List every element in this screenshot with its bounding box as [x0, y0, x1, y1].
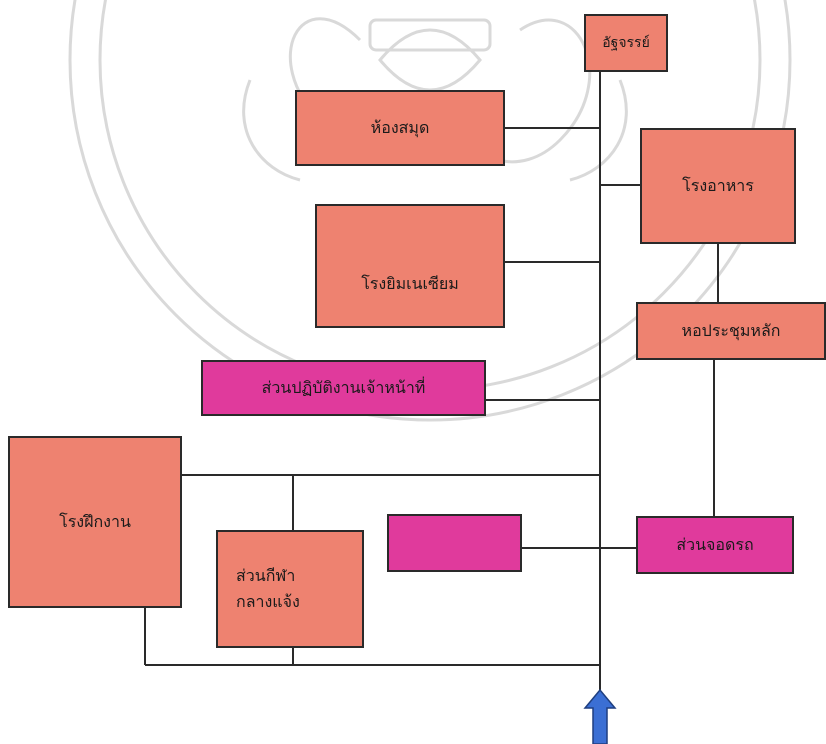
- node-outdoor-sports: ส่วนกีฬา กลางแจ้ง: [216, 530, 364, 648]
- node-gym-label: โรงยิมเนเซียม: [361, 274, 459, 294]
- node-canteen: โรงอาหาร: [640, 128, 796, 244]
- node-hall: หอประชุมหลัก: [636, 302, 826, 360]
- node-library: ห้องสมุด: [295, 90, 505, 166]
- node-staff-area-label: ส่วนปฏิบัติงานเจ้าหน้าที่: [261, 378, 426, 398]
- node-office-label: อัฐจรรย์: [602, 34, 650, 51]
- node-canteen-label: โรงอาหาร: [682, 176, 754, 196]
- node-parking: ส่วนจอดรถ: [636, 516, 794, 574]
- node-workshop-label: โรงฝึกงาน: [59, 512, 131, 532]
- node-outdoor-sports-label: ส่วนกีฬา กลางแจ้ง: [236, 566, 300, 611]
- node-office: อัฐจรรย์: [584, 14, 668, 72]
- node-hall-label: หอประชุมหลัก: [681, 321, 781, 341]
- node-library-label: ห้องสมุด: [370, 118, 430, 138]
- node-workshop: โรงฝึกงาน: [8, 436, 182, 608]
- node-gym: โรงยิมเนเซียม: [315, 204, 505, 328]
- node-staff-area: ส่วนปฏิบัติงานเจ้าหน้าที่: [201, 360, 486, 416]
- node-unlabeled-area: [387, 514, 522, 572]
- node-parking-label: ส่วนจอดรถ: [676, 535, 754, 555]
